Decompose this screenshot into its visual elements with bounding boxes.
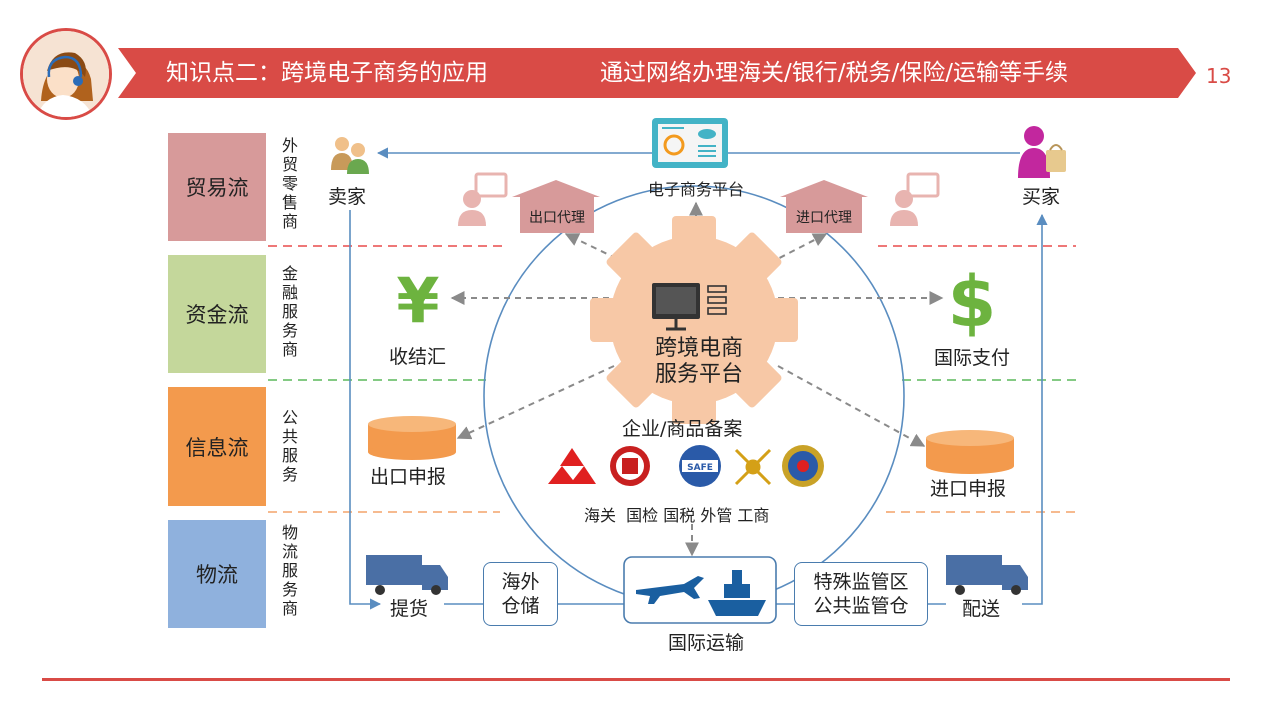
intl-transport-label: 国际运输 [668,628,744,655]
pickup-label: 提货 [390,594,428,621]
import-agent-label: 进口代理 [786,207,862,227]
export-declaration-label: 出口申报 [370,462,446,489]
platform-title: 跨境电商 服务平台 [604,336,794,388]
platform-title-line1: 跨境电商 [604,336,794,362]
settlement-label: 收结汇 [389,342,446,369]
platform-gear-icon [590,216,798,424]
export-agent-label: 出口代理 [520,207,594,227]
import-declaration-db-icon [926,430,1014,474]
ecommerce-platform-icon [652,118,728,168]
seller-label: 卖家 [328,182,366,209]
special-zone-box: 特殊监管区 公共监管仓 [794,562,928,626]
import-declaration-label: 进口申报 [930,474,1006,501]
agencies-label: 海关 国检 国税 外管 工商 [584,502,769,526]
yuan-icon: ¥ [396,264,439,337]
export-consultant-icon [458,174,506,226]
export-declaration-db-icon [368,416,456,460]
overseas-warehouse-box: 海外 仓储 [483,562,558,626]
footer-divider [42,678,1230,681]
filing-label: 企业/商品备案 [622,414,742,441]
inspection-emblem-icon [610,446,650,486]
customs-emblem-icon [548,448,596,484]
intl-payment-label: 国际支付 [934,343,1010,370]
ecommerce-platform-label: 电子商务平台 [630,176,762,200]
safe-badge-text: SAFE [687,463,713,473]
commerce-emblem-icon [782,445,824,487]
import-consultant-icon [890,174,938,226]
platform-title-line2: 服务平台 [604,362,794,388]
seller-icon [331,137,369,174]
dollar-icon: $ [948,261,997,343]
pickup-truck-icon [366,555,448,595]
foreign-exchange-emblem-icon [736,450,770,484]
buyer-icon [1018,126,1066,178]
delivery-truck-icon [946,555,1028,595]
buyer-label: 买家 [1022,182,1060,209]
delivery-label: 配送 [962,594,1000,621]
